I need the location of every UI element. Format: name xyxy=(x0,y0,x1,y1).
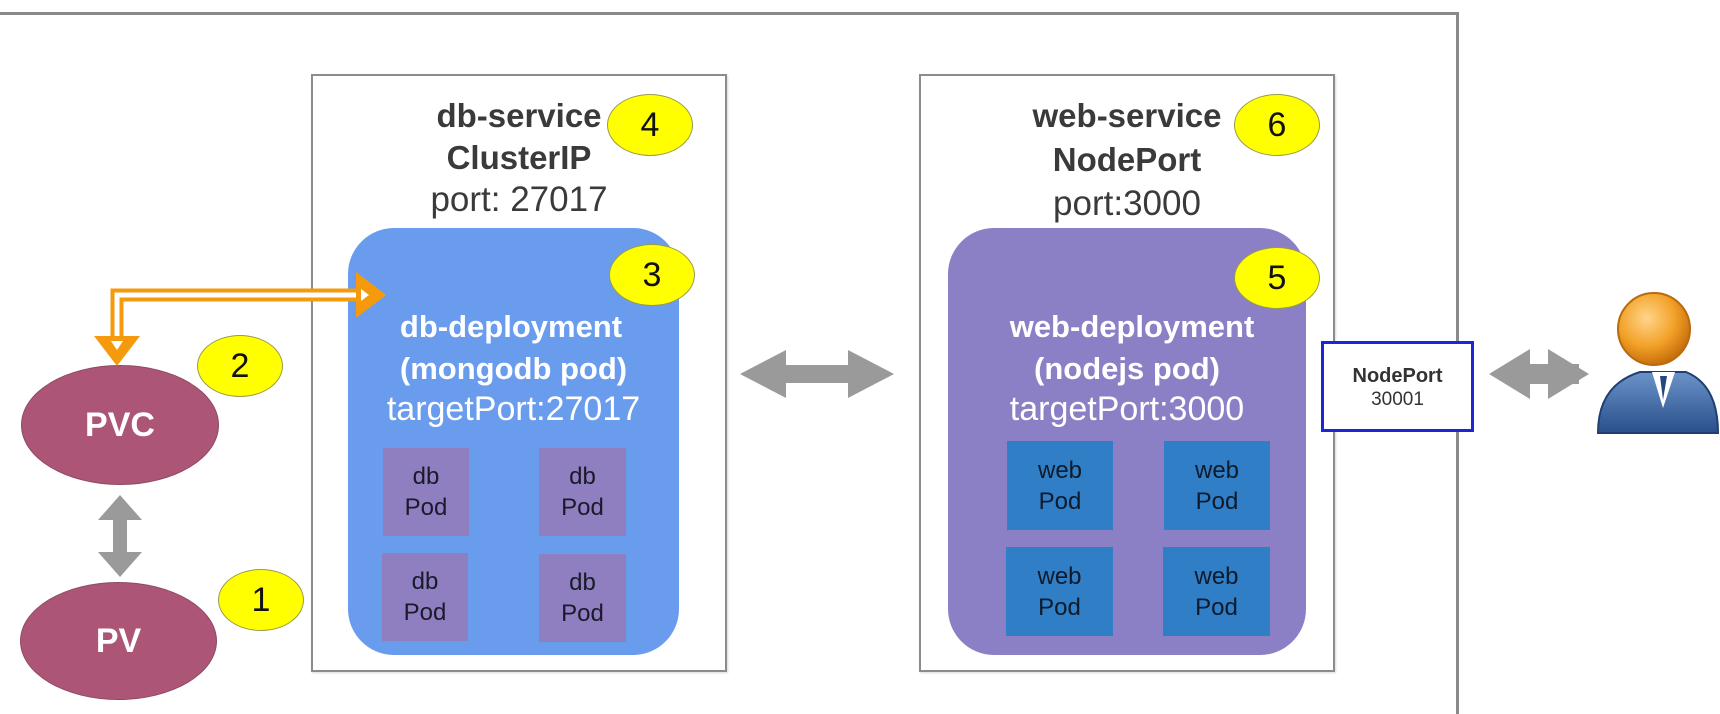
pod-kind: Pod xyxy=(404,494,448,521)
pod-name: web xyxy=(1194,456,1240,484)
db-service-port: port: 27017 xyxy=(430,180,608,219)
web-pod: web Pod xyxy=(1164,441,1270,530)
pod-name: db xyxy=(569,569,596,596)
user-icon xyxy=(1596,292,1720,434)
nodeport-label: NodePort xyxy=(1352,365,1443,387)
db-pod: db Pod xyxy=(539,448,626,536)
pod-kind: Pod xyxy=(1038,593,1081,621)
nodeport-value: 30001 xyxy=(1371,389,1424,410)
web-pod: web Pod xyxy=(1007,441,1113,530)
db-deployment: db-deployment (mongodb pod) targetPort:2… xyxy=(348,228,679,655)
pod-kind: Pod xyxy=(403,599,447,626)
db-web-arrow xyxy=(740,350,894,398)
step-badge-3: 3 xyxy=(609,244,695,306)
web-deployment-title: web-deployment xyxy=(1009,309,1255,344)
web-pod: web Pod xyxy=(1163,547,1270,636)
nodeport-user-arrow xyxy=(1489,349,1589,399)
step-badge-5: 5 xyxy=(1234,247,1320,309)
web-service-name: web-service xyxy=(1032,97,1222,134)
web-deployment-subtitle: (nodejs pod) xyxy=(1034,351,1220,386)
db-pod: db Pod xyxy=(383,448,469,536)
pod-kind: Pod xyxy=(1195,593,1238,621)
pod-kind: Pod xyxy=(1038,487,1082,515)
db-pod: db Pod xyxy=(539,554,626,642)
web-service-port: port:3000 xyxy=(1053,184,1201,223)
web-deployment: web-deployment (nodejs pod) targetPort:3… xyxy=(948,228,1306,655)
db-service-type: ClusterIP xyxy=(446,139,592,176)
step-badge-4: 4 xyxy=(607,94,693,156)
db-deployment-target-port: targetPort:27017 xyxy=(386,390,641,428)
orange-link-arrow xyxy=(94,272,386,366)
pod-name: db xyxy=(569,463,596,490)
pod-name: db xyxy=(411,568,439,595)
nodeport-box: NodePort 30001 xyxy=(1321,341,1474,432)
pod-name: web xyxy=(1037,562,1082,590)
web-pod: web Pod xyxy=(1006,547,1113,636)
pv-node: PV xyxy=(20,582,217,700)
pod-kind: Pod xyxy=(561,494,604,521)
step-badge-1: 1 xyxy=(218,569,304,631)
pod-name: web xyxy=(1194,562,1239,590)
pod-name: db xyxy=(412,463,440,490)
db-service-name: db-service xyxy=(436,97,602,134)
pvc-label: PVC xyxy=(85,405,155,444)
db-pod: db Pod xyxy=(382,553,468,641)
step-badge-2: 2 xyxy=(197,335,283,397)
pod-kind: Pod xyxy=(561,600,604,627)
web-service-type: NodePort xyxy=(1052,141,1202,178)
pod-name: web xyxy=(1037,456,1083,484)
step-badge-6: 6 xyxy=(1234,94,1320,156)
pod-kind: Pod xyxy=(1195,487,1239,515)
db-deployment-subtitle: (mongodb pod) xyxy=(399,351,628,386)
pvc-pv-arrow xyxy=(98,495,142,577)
db-deployment-title: db-deployment xyxy=(399,309,623,344)
pv-label: PV xyxy=(95,621,142,660)
pvc-node: PVC xyxy=(21,365,219,485)
web-deployment-target-port: targetPort:3000 xyxy=(1009,390,1245,428)
